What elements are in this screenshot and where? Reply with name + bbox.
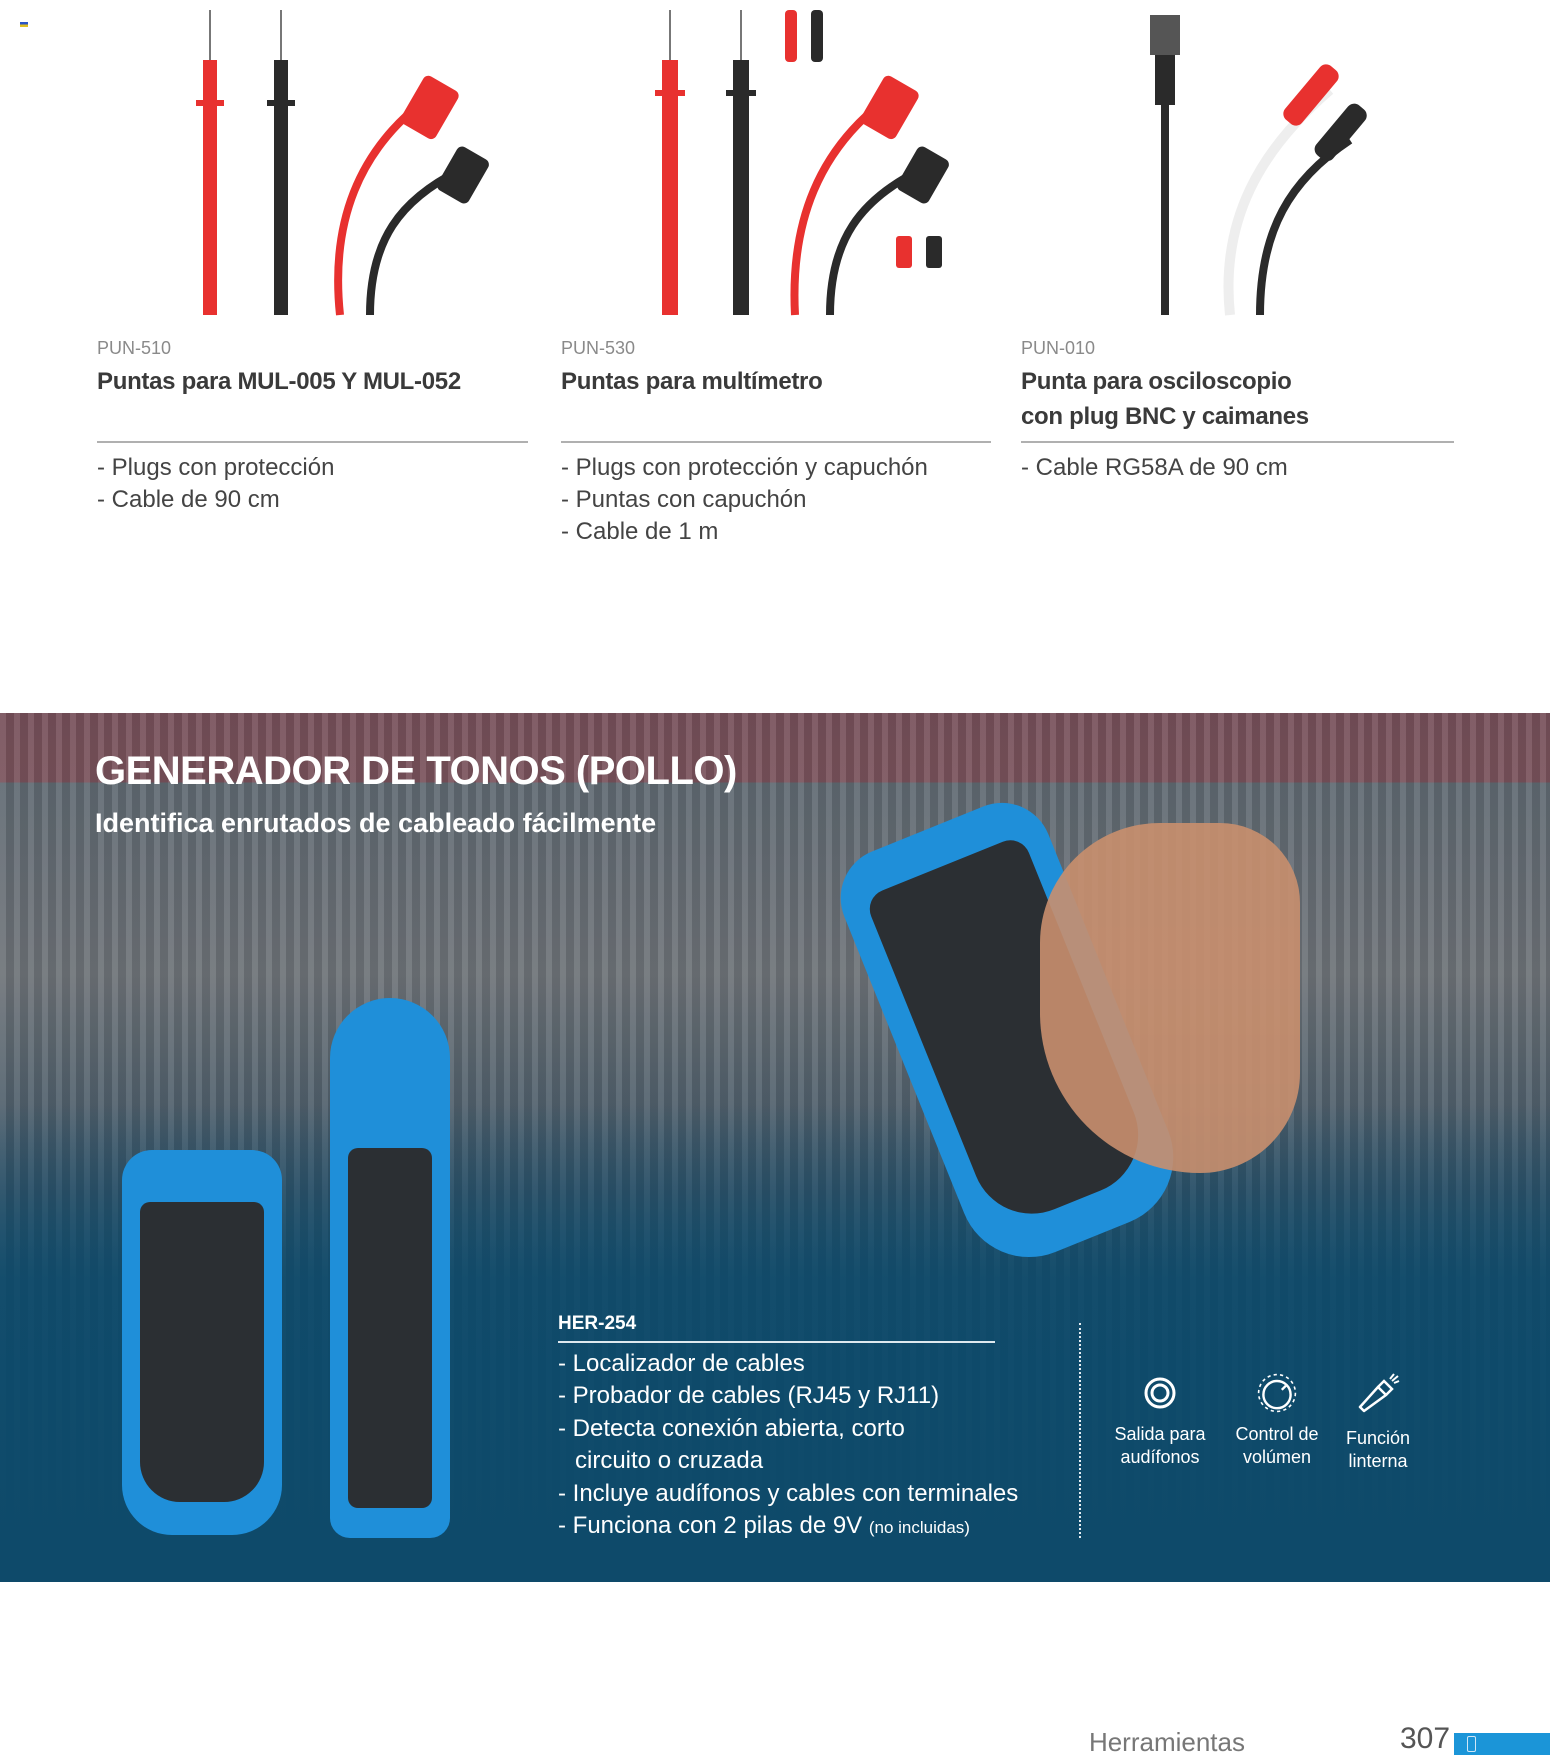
feature-item: - Cable RG58A de 90 cm <box>1021 454 1288 481</box>
product-image-pun-510 <box>196 10 489 316</box>
volume-knob-icon <box>1257 1373 1297 1413</box>
hand-image <box>1040 823 1300 1173</box>
tone-generator-banner: GENERADOR DE TONOS (POLLO) Identifica en… <box>0 713 1550 1582</box>
product-name-line: con plug BNC y caimanes <box>1021 403 1309 430</box>
headphone-jack-icon <box>1144 1377 1176 1409</box>
receiver-probe-image <box>330 998 450 1538</box>
feature-flashlight: Función linterna <box>1323 1373 1433 1473</box>
emitter-device-image <box>122 1150 282 1535</box>
feature-volume-control: Control de volúmen <box>1222 1373 1332 1469</box>
product-name: Puntas para MUL-005 Y MUL-052 <box>97 368 461 395</box>
icon-label: Control de <box>1235 1424 1319 1444</box>
product-image-pun-530 <box>655 10 949 316</box>
feature-item: - Puntas con capuchón <box>561 486 807 513</box>
feature-list: - Plugs con protección - Cable de 90 cm <box>97 452 334 516</box>
dotted-divider <box>1079 1323 1081 1538</box>
feature-list: - Plugs con protección y capuchón - Punt… <box>561 452 928 548</box>
feature-list: - Localizador de cables - Probador de ca… <box>558 1348 1018 1544</box>
divider <box>97 441 528 443</box>
icon-label: linterna <box>1348 1451 1408 1471</box>
section-name: Herramientas <box>1088 1727 1245 1757</box>
feature-item: - Cable de 90 cm <box>97 486 280 513</box>
product-code: PUN-010 <box>1021 338 1096 358</box>
product-name-line: Punta para osciloscopio <box>1021 368 1292 395</box>
feature-item: - Plugs con protección <box>97 454 335 481</box>
feature-item: - Probador de cables (RJ45 y RJ11) <box>558 1382 940 1410</box>
feature-item: - Plugs con protección y capuchón <box>561 454 928 481</box>
product-name: Punta para osciloscopio con plug BNC y c… <box>1021 364 1309 434</box>
product-code: HER-254 <box>558 1313 637 1334</box>
feature-headphone-output: Salida para audífonos <box>1105 1373 1215 1469</box>
flashlight-icon <box>1358 1373 1400 1413</box>
feature-list: - Cable RG58A de 90 cm <box>1021 452 1288 484</box>
feature-text: - Funciona con 2 pilas de 9V <box>558 1512 863 1540</box>
corner-mark <box>20 22 28 27</box>
divider <box>558 1341 995 1343</box>
feature-note: (no incluidas) <box>868 1518 970 1538</box>
tools-icon <box>1467 1736 1476 1752</box>
feature-item: - Cable de 1 m <box>561 518 719 545</box>
product-code: PUN-510 <box>97 338 172 358</box>
icon-label: volúmen <box>1242 1447 1312 1467</box>
section-tab <box>1454 1733 1550 1755</box>
icon-label: Salida para <box>1114 1424 1206 1444</box>
banner-subtitle: Identifica enrutados de cableado fácilme… <box>95 808 657 838</box>
banner-title: GENERADOR DE TONOS (POLLO) <box>95 749 737 793</box>
feature-item: - Localizador de cables <box>558 1350 805 1377</box>
icon-label: audífonos <box>1120 1447 1200 1467</box>
divider <box>1021 441 1454 443</box>
product-code: PUN-530 <box>561 338 636 358</box>
feature-item: - Incluye audífonos y cables con termina… <box>558 1479 1019 1507</box>
divider <box>561 441 991 443</box>
feature-item: - Detecta conexión abierta, corto circui… <box>558 1414 905 1475</box>
feature-item: - Funciona con 2 pilas de 9V (no incluid… <box>558 1510 1018 1544</box>
product-image-pun-010 <box>1150 15 1367 316</box>
page-number: 307 <box>1400 1722 1451 1755</box>
product-name: Puntas para multímetro <box>561 368 823 395</box>
icon-label: Función <box>1345 1428 1411 1448</box>
